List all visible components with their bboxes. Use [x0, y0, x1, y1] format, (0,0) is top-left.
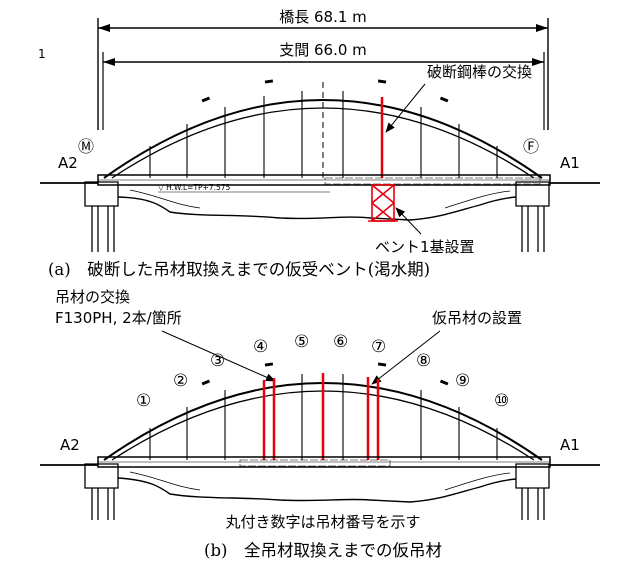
caption-b: (b) 全吊材取換えまでの仮吊材	[204, 541, 442, 560]
riverbed-b	[117, 477, 517, 503]
hanger-num-2: ②	[173, 371, 188, 391]
abutment-a2-label: A2	[58, 154, 78, 172]
figure-b: 吊材の交換 F130PH, 2本/箇所 仮吊材の設置 ① ② ③ ④ ⑤ ⑥ ⑦…	[40, 288, 600, 560]
span-arrow-right	[532, 58, 544, 66]
hanger-num-3: ③	[210, 351, 225, 371]
bridge-length-label: 橋長 68.1 m	[279, 8, 367, 26]
hanger-num-9: ⑨	[455, 371, 470, 391]
figure-a: 橋長 68.1 m 支間 66.0 m	[40, 8, 600, 279]
abutment-a1-label: A1	[560, 154, 580, 172]
fixed-bearing-mark: Ⓕ	[523, 137, 539, 156]
hangers-b	[149, 374, 498, 460]
abutment-left-a	[84, 181, 119, 252]
replace-leader	[161, 330, 276, 382]
riverbed-a	[117, 196, 517, 221]
arch-brace-marks-b	[201, 362, 449, 386]
arch-rib-outer-a	[103, 99, 543, 179]
temporary-bent-red	[368, 184, 398, 222]
abutment-a1-label-b: A1	[560, 436, 580, 454]
hanger-number-note: 丸付き数字は吊材番号を示す	[225, 513, 420, 531]
caption-a: (a) 破断した吊材取換えまでの仮受ベント(渇水期)	[48, 260, 430, 279]
replace-title: 吊材の交換	[55, 288, 130, 306]
abutment-right-a	[515, 181, 550, 252]
water-level-label: ▽ H.W.L=TP+7.575	[158, 183, 231, 192]
abutment-left-b	[84, 463, 119, 520]
deck-cross-girders-b	[239, 459, 391, 467]
hanger-num-5: ⑤	[294, 332, 309, 352]
replace-spec: F130PH, 2本/箇所	[55, 309, 182, 327]
broken-bar-leader	[385, 83, 426, 133]
temp-hanger-leader	[371, 330, 441, 385]
hanger-num-8: ⑧	[416, 351, 431, 371]
bent-label: ベント1基設置	[375, 238, 475, 256]
length-arrow-right	[536, 24, 548, 32]
hanger-num-4: ④	[253, 337, 268, 357]
broken-bar-label: 破断鋼棒の交換	[427, 63, 532, 81]
hanger-num-1: ①	[136, 391, 151, 411]
span-label: 支間 66.0 m	[279, 41, 367, 59]
length-arrow-left	[98, 24, 110, 32]
red-hangers-b	[262, 373, 380, 460]
hangers-a	[149, 91, 498, 178]
abutment-right-b	[515, 463, 550, 520]
temp-hanger-label: 仮吊材の設置	[432, 309, 522, 327]
bent-leader	[395, 207, 422, 235]
hanger-num-7: ⑦	[371, 337, 386, 357]
hanger-num-10: ⑩	[494, 391, 509, 411]
arch-brace-marks-a	[201, 79, 449, 103]
deck-cross-girders-a	[324, 177, 541, 185]
span-arrow-left	[103, 58, 115, 66]
abutment-a2-label-b: A2	[60, 436, 80, 454]
hanger-num-6: ⑥	[333, 332, 348, 352]
movable-bearing-mark: Ⓜ	[78, 137, 94, 156]
page-number: 1	[38, 47, 46, 61]
